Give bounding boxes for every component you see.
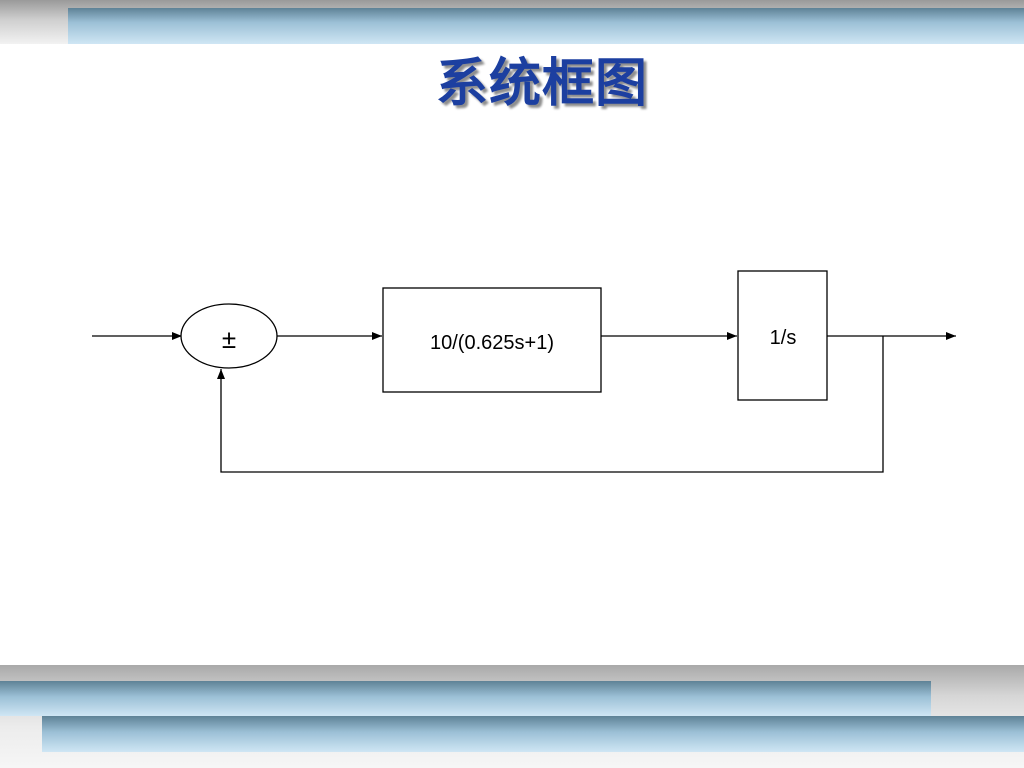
- transfer-block-1: [382, 287, 602, 393]
- summing-junction-sign: ±: [222, 324, 236, 354]
- top-blue-bar: [68, 8, 1024, 44]
- bottom-blue-bar-lower: [42, 716, 1024, 752]
- feedback-path: [217, 336, 884, 473]
- transfer-block-1-label: 10/(0.625s+1): [430, 332, 554, 354]
- transfer-block-2-label: 1/s: [770, 327, 797, 349]
- bottom-blue-bar-upper: [0, 681, 931, 716]
- slide-title: 系统框图: [435, 54, 648, 114]
